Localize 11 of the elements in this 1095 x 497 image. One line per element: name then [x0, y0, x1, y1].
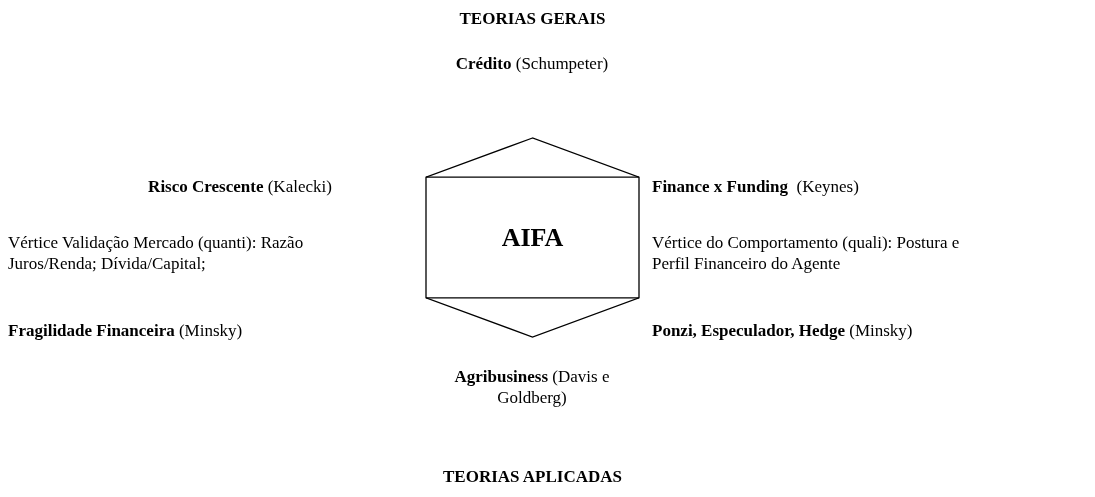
text-label: Crédito (Schumpeter) — [454, 53, 610, 74]
caption: TEORIAS APLICADAS — [442, 466, 623, 487]
text-label: Agribusiness (Davis e Goldberg) — [453, 366, 611, 408]
text-label: Ponzi, Especulador, Hedge (Minsky) — [652, 320, 914, 341]
text-label: Vértice do Comportamento (quali): Postura e Perfil Financeiro do Agente — [652, 232, 961, 274]
text-label: Fragilidade Financeira (Minsky) — [8, 320, 244, 341]
node-label: AIFA — [500, 223, 565, 252]
text-label: Vértice Validação Mercado (quanti): Razão Juros/Renda; Dívida/Capital; — [8, 232, 305, 274]
heading: TEORIAS GERAIS — [458, 8, 607, 29]
text-label: Risco Crescente (Kalecki) — [147, 176, 333, 197]
text-label: Finance x Funding (Keynes) — [652, 176, 860, 197]
